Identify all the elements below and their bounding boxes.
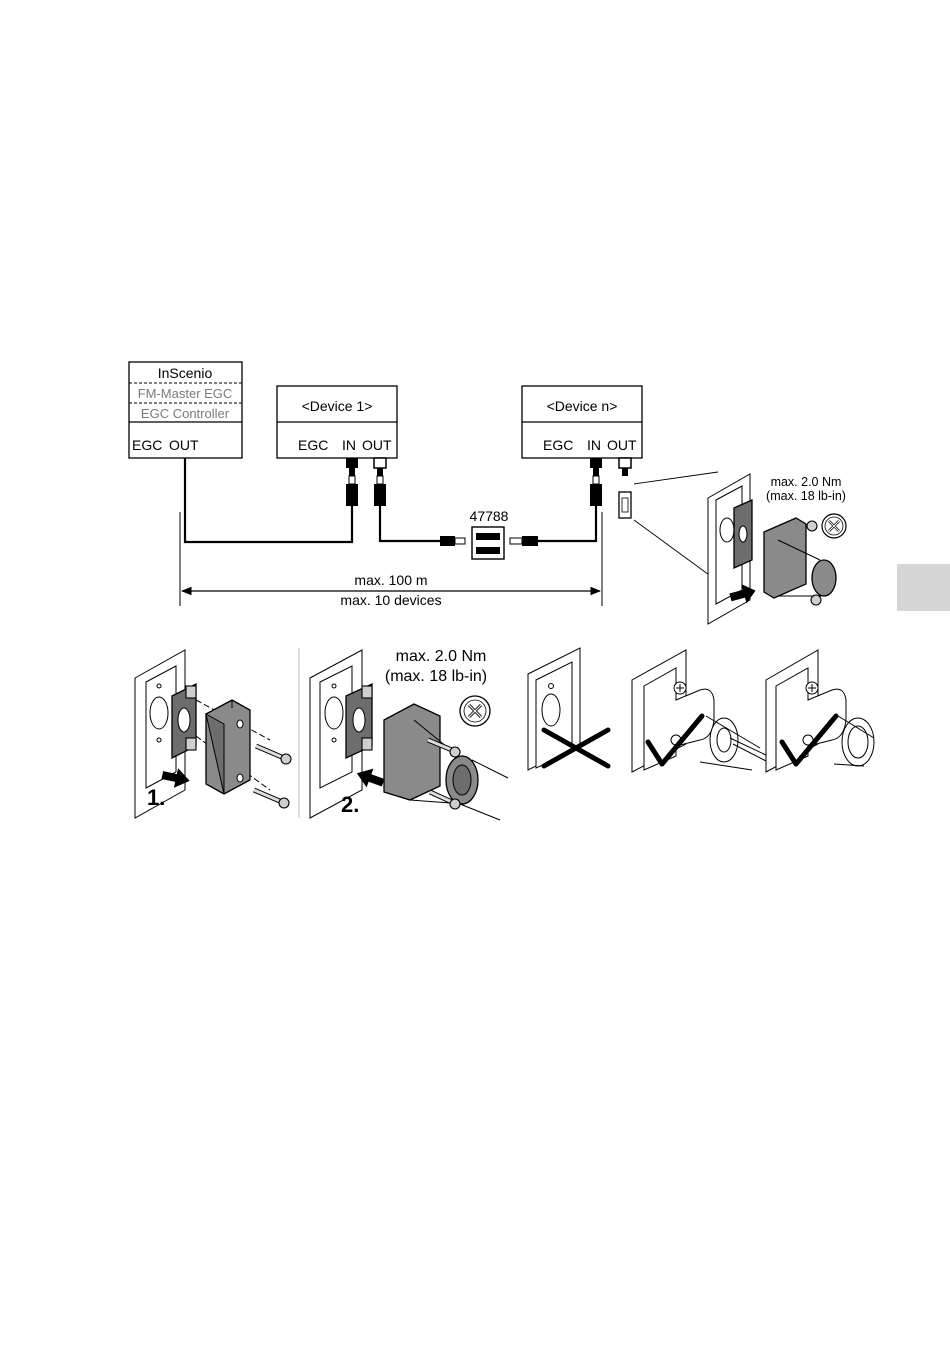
devicen-port-egc: EGC [543, 437, 573, 453]
controller-port-egc: EGC [132, 437, 162, 453]
devicen-title: <Device n> [547, 398, 618, 414]
device1-port-egc: EGC [298, 437, 328, 453]
torque-small-line1: max. 2.0 Nm [771, 475, 842, 489]
torque-small-line2: (max. 18 lb-in) [766, 489, 846, 503]
torque-large-line2: (max. 18 lb-in) [385, 668, 487, 685]
controller-alt1: FM-Master EGC [138, 386, 233, 401]
devicen-port-in: IN [587, 437, 601, 453]
correct-mount-panel-2 [766, 650, 874, 772]
device1-port-out: OUT [362, 437, 392, 453]
device1-port-in: IN [342, 437, 356, 453]
max-devices-label: max. 10 devices [340, 592, 441, 608]
devicen-box: <Device n> EGC IN OUT [522, 386, 642, 458]
step1-label: 1. [147, 785, 165, 810]
device1-title: <Device 1> [302, 398, 373, 414]
mount-step1-panel: 1. [135, 650, 291, 818]
controller-port-out: OUT [169, 437, 199, 453]
torque-large-line1: max. 2.0 Nm [396, 648, 487, 665]
terminator-detail-view: max. 2.0 Nm (max. 18 lb-in) [634, 472, 846, 624]
mount-step2-panel: 2. max. 2.0 Nm (max. 18 lb-in) [310, 648, 508, 820]
no-drill-icon [460, 696, 490, 726]
correct-mount-panel-1 [632, 650, 768, 772]
no-drill-icon [822, 514, 846, 538]
devicen-port-out: OUT [607, 437, 637, 453]
splice-47788: 47788 [440, 508, 538, 559]
part-number-label: 47788 [470, 508, 509, 524]
device1-in-connector [346, 458, 358, 506]
device1-out-connector [374, 458, 386, 506]
controller-box: InScenio FM-Master EGC EGC Controller EG… [129, 362, 242, 458]
bus-length-dimension: max. 100 m max. 10 devices [180, 512, 602, 608]
device1-box: <Device 1> EGC IN OUT [277, 386, 397, 458]
max-length-label: max. 100 m [354, 572, 427, 588]
step2-label: 2. [341, 792, 359, 817]
screw-icon [256, 746, 291, 764]
bus-cables [185, 458, 596, 542]
devicen-in-connector [590, 458, 602, 506]
screw-icon [254, 790, 289, 808]
wrong-mount-panel [528, 648, 608, 770]
devicen-out-connector [619, 458, 631, 518]
controller-alt2: EGC Controller [141, 406, 230, 421]
controller-title: InScenio [158, 365, 213, 381]
